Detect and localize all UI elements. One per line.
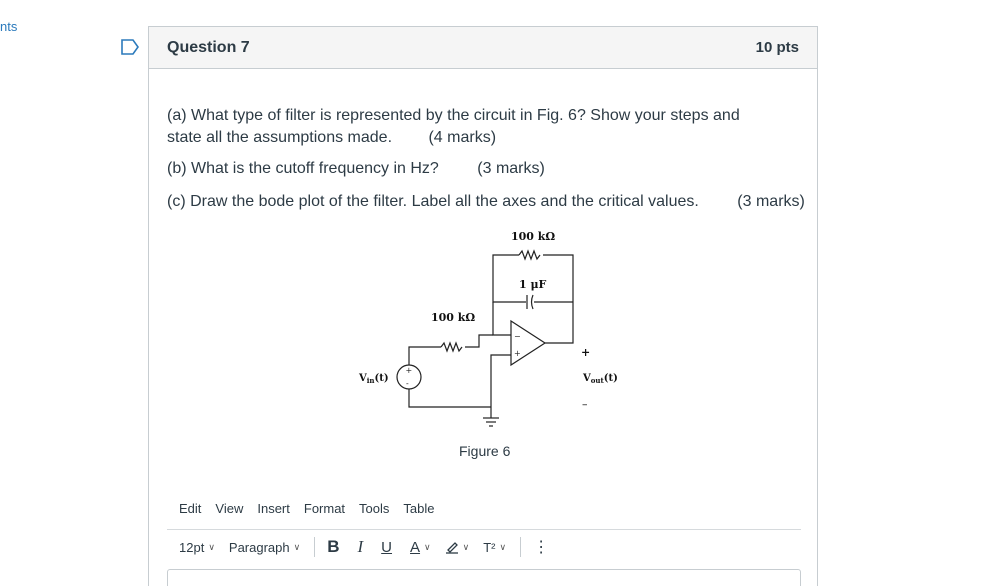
question-part-c: (c) Draw the bode plot of the filter. La… xyxy=(167,191,805,213)
vin-label: Vin(t) xyxy=(358,373,389,385)
highlighter-icon xyxy=(445,542,458,554)
block-format-value: Paragraph xyxy=(228,539,290,555)
italic-button[interactable]: I xyxy=(357,537,364,556)
more-options-icon[interactable]: ⋮ xyxy=(533,539,550,556)
question-part-b: (b) What is the cutoff frequency in Hz? … xyxy=(167,158,545,180)
part-a-marks: (4 marks) xyxy=(428,129,497,146)
question-points: 10 pts xyxy=(755,39,799,56)
feedback-resistor-zigzag xyxy=(518,249,541,261)
side-nav-link[interactable]: nts xyxy=(0,19,18,34)
menu-tools[interactable]: Tools xyxy=(359,501,390,516)
vout-plus: + xyxy=(581,346,590,359)
menu-edit[interactable]: Edit xyxy=(179,501,202,516)
bold-button[interactable]: B xyxy=(327,537,340,556)
part-c-text: (c) Draw the bode plot of the filter. La… xyxy=(167,193,699,210)
part-b-text: (b) What is the cutoff frequency in Hz? xyxy=(167,160,439,177)
superscript-button[interactable]: T² ∨ xyxy=(483,540,506,555)
vout-minus: – xyxy=(582,398,588,411)
toolbar-divider xyxy=(167,529,801,530)
menu-view[interactable]: View xyxy=(215,501,244,516)
feedback-resistor-label: 100 kΩ xyxy=(511,230,555,243)
question-card: Question 7 10 pts (a) What type of filte… xyxy=(148,26,818,586)
question-title: Question 7 xyxy=(167,38,250,56)
toolbar-separator xyxy=(314,537,316,557)
flag-question-icon[interactable] xyxy=(120,39,140,55)
part-b-marks: (3 marks) xyxy=(477,160,545,177)
part-a-text: (a) What type of filter is represented b… xyxy=(167,107,740,146)
menu-format[interactable]: Format xyxy=(303,501,346,516)
text-color-icon: A xyxy=(410,538,421,556)
question-part-a: (a) What type of filter is represented b… xyxy=(167,105,767,149)
highlight-color-button[interactable]: ∨ xyxy=(445,540,470,554)
feedback-capacitor-label: 1 μF xyxy=(519,278,547,291)
underline-button[interactable]: U xyxy=(381,538,393,556)
font-size-value: 12pt xyxy=(179,539,205,555)
figure-caption: Figure 6 xyxy=(459,443,511,459)
chevron-down-icon: ∨ xyxy=(499,541,507,552)
chevron-down-icon: ∨ xyxy=(424,541,431,552)
opamp-plus: + xyxy=(514,349,521,358)
circuit-figure: + - − + 100 kΩ 1 μF 100 kΩ Vin(t) Vout(t… xyxy=(358,230,618,427)
chevron-down-icon: ∨ xyxy=(293,541,301,552)
part-c-marks: (3 marks) xyxy=(737,193,805,210)
menu-insert[interactable]: Insert xyxy=(257,501,290,516)
toolbar-separator xyxy=(520,537,522,557)
vout-label: Vout(t) xyxy=(582,373,618,385)
block-format-select[interactable]: Paragraph ∨ xyxy=(229,540,300,555)
superscript-icon: T² xyxy=(483,539,496,555)
chevron-down-icon: ∨ xyxy=(208,541,215,552)
text-color-button[interactable]: A ∨ xyxy=(410,539,431,556)
menu-table[interactable]: Table xyxy=(403,501,435,516)
chevron-down-icon: ∨ xyxy=(462,541,470,552)
answer-editor-area[interactable] xyxy=(167,569,801,586)
editor-menubar: Edit View Insert Format Tools Table xyxy=(179,501,448,516)
source-plus: + xyxy=(406,366,413,375)
opamp-minus: − xyxy=(514,332,521,341)
question-header: Question 7 10 pts xyxy=(149,27,817,69)
font-size-select[interactable]: 12pt ∨ xyxy=(179,540,215,555)
source-minus: - xyxy=(406,379,409,388)
editor-toolbar: 12pt ∨ Paragraph ∨ B I U A ∨ ∨ xyxy=(179,536,549,558)
input-resistor-label: 100 kΩ xyxy=(431,311,475,324)
